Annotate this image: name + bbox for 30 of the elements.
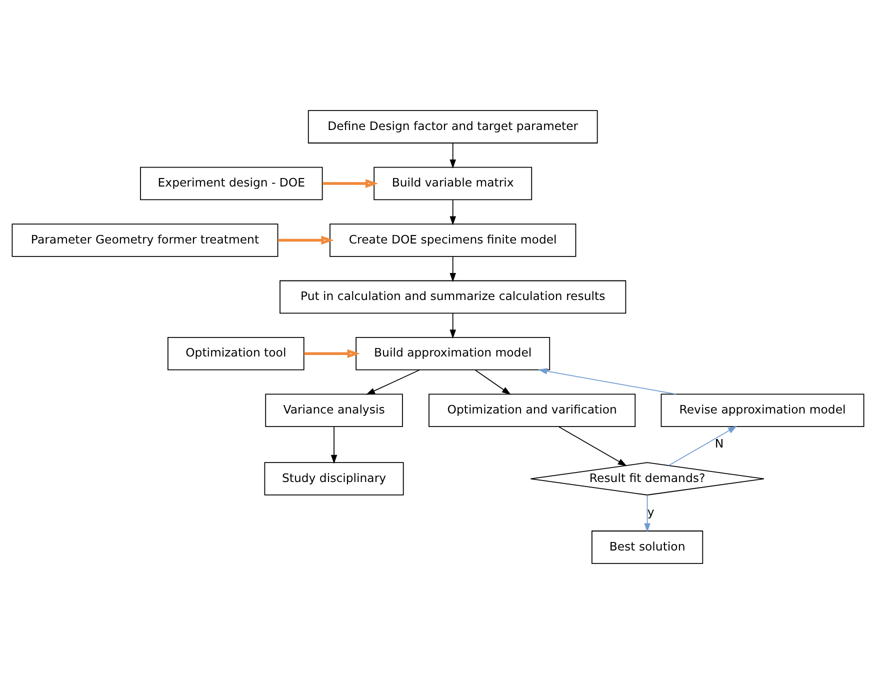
arrow xyxy=(450,142,456,168)
edge-label: y xyxy=(647,504,654,519)
node-box: Put in calculation and summarize calculation results xyxy=(280,280,626,314)
arrow xyxy=(304,348,360,358)
arrow xyxy=(668,426,737,466)
arrow xyxy=(330,426,338,464)
arrow xyxy=(644,494,650,532)
arrow xyxy=(538,368,677,394)
arrow xyxy=(450,199,456,225)
node-box: Create DOE specimens finite model xyxy=(330,223,576,256)
node-box: Optimization tool xyxy=(168,336,304,370)
node-box: Variance analysis xyxy=(265,393,403,427)
arrow xyxy=(474,369,511,394)
arrow xyxy=(450,256,456,282)
node-diamond: Result fit demands? xyxy=(530,462,764,495)
node-box: Best solution xyxy=(591,530,704,564)
node-box: Optimization and varification xyxy=(428,393,636,427)
arrow xyxy=(278,235,334,244)
node-box: Build variable matrix xyxy=(374,166,532,200)
arrow xyxy=(450,312,456,338)
node-box: Define Design factor and target parameter xyxy=(308,110,598,143)
node-box: Parameter Geometry former treatment xyxy=(12,223,278,256)
node-box: Build approximation model xyxy=(356,336,550,370)
node-box: Experiment design - DOE xyxy=(140,166,323,200)
node-box: Study disciplinary xyxy=(264,462,404,495)
arrow xyxy=(366,369,420,394)
node-box: Revise approximation model xyxy=(660,393,864,427)
arrow xyxy=(558,426,627,466)
edge-label: N xyxy=(714,436,724,450)
arrow xyxy=(322,178,378,188)
